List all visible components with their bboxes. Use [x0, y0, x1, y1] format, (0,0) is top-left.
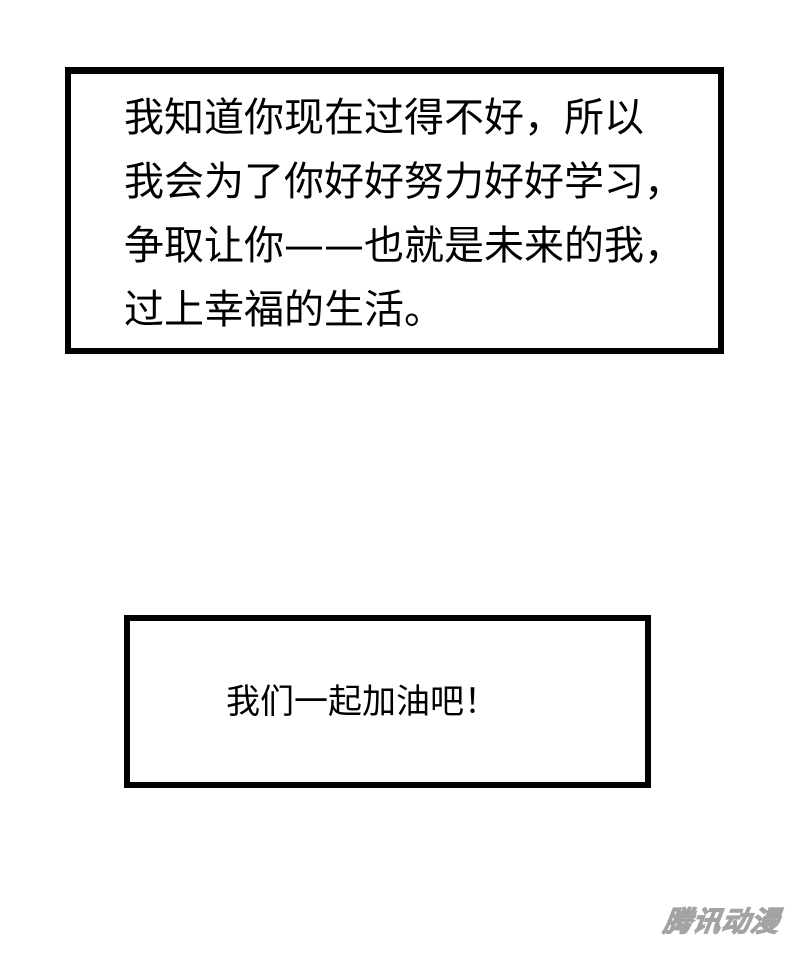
caption-line: 我知道你现在过得不好，所以 [124, 95, 644, 141]
caption-line: 我们一起加油吧！ [226, 682, 498, 722]
caption-box-2: 我们一起加油吧！ [124, 615, 651, 788]
caption-box-1: 我知道你现在过得不好，所以 我会为了你好好努力好好学习， 争取让你——也就是未来… [65, 67, 724, 354]
caption-line: 过上幸福的生活。 [124, 287, 444, 333]
caption-line: 争取让你——也就是未来的我， [124, 223, 684, 269]
watermark-logo: 腾讯动漫 [661, 904, 783, 938]
caption-line: 我会为了你好好努力好好学习， [124, 159, 684, 205]
